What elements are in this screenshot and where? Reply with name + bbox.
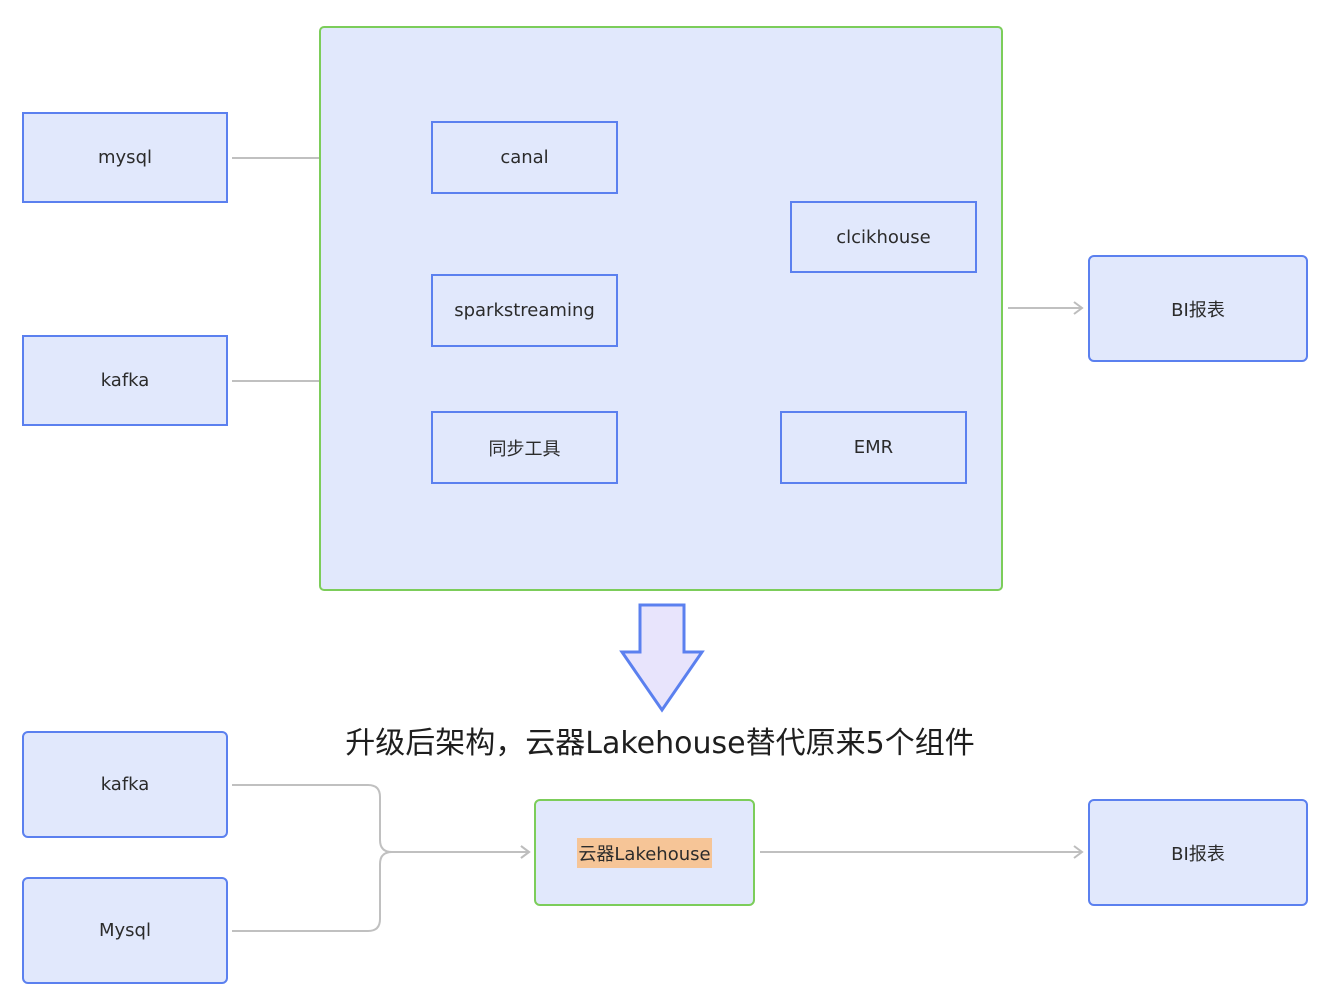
clickhouse-node[interactable]: clcikhouse <box>790 201 977 273</box>
canal-node[interactable]: canal <box>431 121 618 194</box>
bi-report-label-top: BI报表 <box>1171 299 1225 321</box>
mysql-source-label: mysql <box>98 147 152 168</box>
bi-report-node-bottom[interactable]: BI报表 <box>1088 799 1308 906</box>
bi-report-label-bottom: BI报表 <box>1171 843 1225 865</box>
emr-label: EMR <box>853 437 894 458</box>
kafka-source-label-bottom: kafka <box>100 774 150 795</box>
sync-tool-node[interactable]: 同步工具 <box>431 411 618 484</box>
mysql-source-label-bottom: Mysql <box>99 920 151 941</box>
bi-report-node-top[interactable]: BI报表 <box>1088 255 1308 362</box>
clickhouse-label: clcikhouse <box>836 226 931 248</box>
sparkstreaming-node[interactable]: sparkstreaming <box>431 274 618 347</box>
kafka-source-node-bottom[interactable]: kafka <box>22 731 228 838</box>
legacy-architecture-group <box>319 26 1003 591</box>
lakehouse-node[interactable]: 云器Lakehouse <box>534 799 755 906</box>
mysql-source-node[interactable]: mysql <box>22 112 228 203</box>
edge-kafka-to-lakehouse <box>232 784 531 859</box>
emr-node[interactable]: EMR <box>780 411 967 484</box>
upgrade-caption: 升级后架构，云器Lakehouse替代原来5个组件 <box>345 726 975 761</box>
kafka-source-node[interactable]: kafka <box>22 335 228 426</box>
edge-mysql-to-lakehouse <box>232 845 531 932</box>
lakehouse-label: 云器Lakehouse <box>577 837 712 868</box>
sparkstreaming-label: sparkstreaming <box>454 300 595 321</box>
canal-label: canal <box>500 147 549 168</box>
upgrade-down-arrow <box>619 603 705 713</box>
sync-tool-label: 同步工具 <box>488 438 561 460</box>
kafka-source-label: kafka <box>100 370 150 391</box>
mysql-source-node-bottom[interactable]: Mysql <box>22 877 228 984</box>
